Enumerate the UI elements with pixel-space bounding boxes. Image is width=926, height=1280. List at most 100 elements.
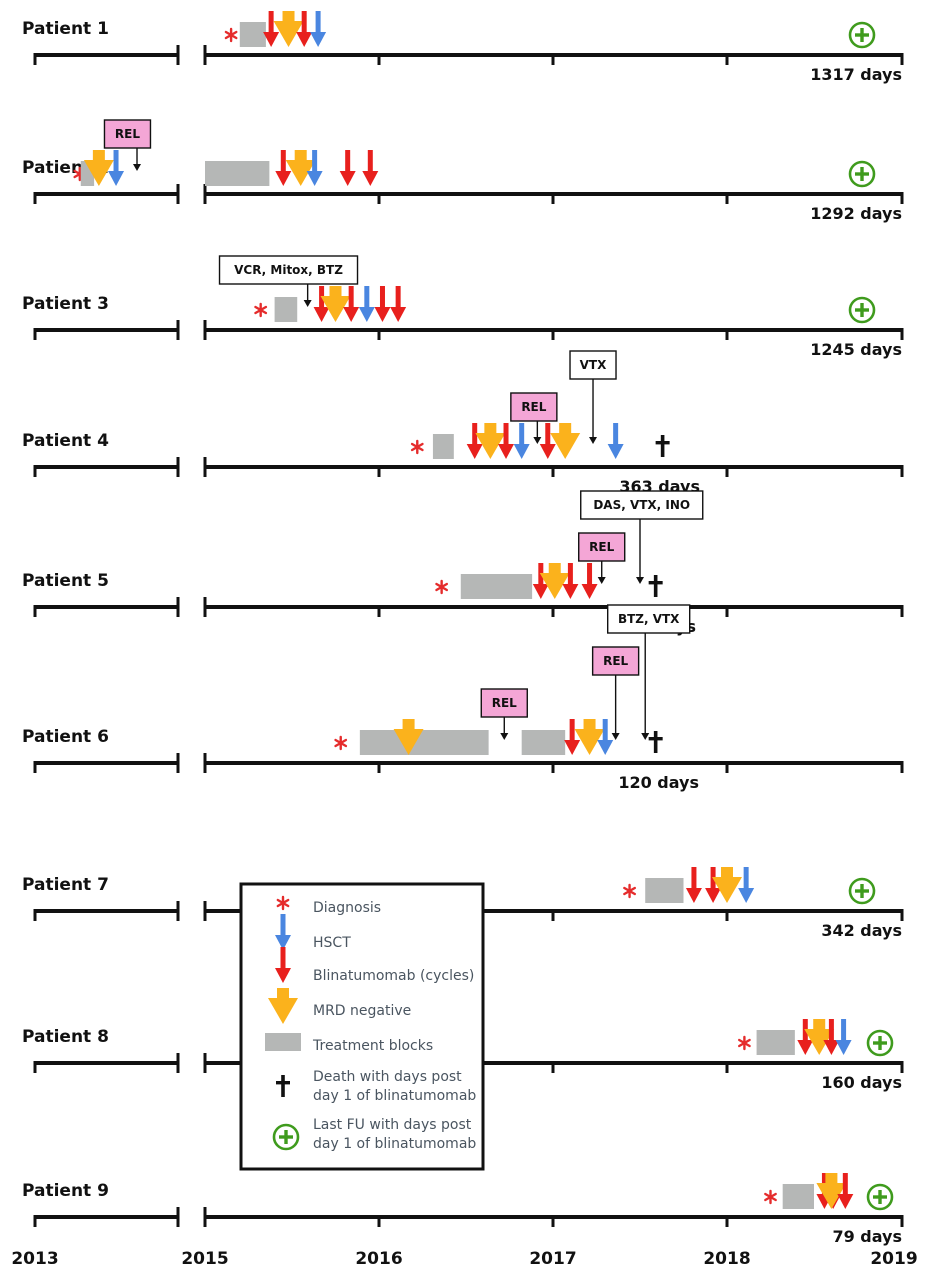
box-pointer-head <box>641 733 650 740</box>
patient-label: Patient 8 <box>22 1027 109 1047</box>
days-label: 120 days <box>618 773 699 792</box>
treatment-block <box>205 161 270 186</box>
year-label: 2019 <box>870 1249 917 1269</box>
legend-item: MRD negative <box>268 988 411 1024</box>
box-label: VTX <box>580 358 607 372</box>
patient-row: Patient 9 79 days <box>22 1173 904 1246</box>
mrd-negative-arrow <box>393 719 424 755</box>
year-label: 2016 <box>355 1249 402 1269</box>
year-label: 2018 <box>703 1249 750 1269</box>
box-label: DAS, VTX, INO <box>593 498 690 512</box>
legend-item: Blinatumomab (cycles) <box>275 947 474 984</box>
death-marker <box>648 575 663 597</box>
legend-text: MRD negative <box>313 1003 411 1019</box>
therapy-box <box>607 604 691 634</box>
mrd-negative-arrow <box>273 11 304 47</box>
legend-item: Diagnosis <box>276 895 381 916</box>
alive-icon <box>848 877 876 905</box>
blinatumomab-arrow <box>562 563 579 599</box>
box-pointer-head <box>303 300 312 307</box>
relapse-box <box>591 646 640 676</box>
days-label: 1292 days <box>810 204 902 223</box>
hsct-arrow <box>310 11 327 47</box>
blinatumomab-arrow <box>343 286 360 322</box>
treatment-block <box>782 1184 814 1209</box>
patient-label: Patient 7 <box>22 875 109 895</box>
blinatumomab-arrow <box>532 563 549 599</box>
blinatumomab-arrow <box>275 150 292 186</box>
alive-icon <box>848 296 876 324</box>
box-pointer-head <box>133 164 142 171</box>
days-label: 79 days <box>832 1227 902 1246</box>
relapse-box <box>103 119 152 149</box>
blinatumomab-arrow <box>466 423 483 459</box>
blinatumomab-arrow <box>837 1173 854 1209</box>
mrd-arrow-icon <box>268 988 298 1024</box>
blinatumomab-arrow <box>564 719 581 755</box>
hsct-arrow <box>835 1019 852 1055</box>
blinatumomab-arrow <box>362 150 379 186</box>
hsct-arrow <box>607 423 624 459</box>
hsct-arrow <box>738 867 755 903</box>
legend-text: day 1 of blinatumomab <box>313 1088 476 1104</box>
cross-icon <box>276 1075 290 1097</box>
treatment-block <box>645 878 684 903</box>
treatment-block <box>274 297 298 322</box>
treatment-block <box>756 1030 795 1055</box>
patient-label: Patient 1 <box>22 19 109 39</box>
box-label: REL <box>521 400 546 414</box>
hsct-arrow <box>306 150 323 186</box>
patient-label: Patient 6 <box>22 727 109 747</box>
asterisk-icon <box>276 895 290 911</box>
box-label: BTZ, VTX <box>618 612 680 626</box>
mrd-negative-arrow <box>539 563 570 599</box>
legend-text: day 1 of blinatumomab <box>313 1136 476 1152</box>
patient-events <box>224 11 327 47</box>
mrd-negative-arrow <box>550 423 581 459</box>
diagnosis-marker <box>410 439 424 455</box>
patient-events <box>623 867 755 903</box>
year-label: 2017 <box>529 1249 576 1269</box>
mrd-negative-arrow <box>475 423 506 459</box>
treatment-block <box>239 22 266 47</box>
days-label: 1245 days <box>810 340 902 359</box>
diagnosis-marker <box>254 302 268 318</box>
plus-circle-icon <box>272 1123 300 1151</box>
box-pointer-head <box>589 437 598 444</box>
relapse-box <box>510 392 558 422</box>
diagnosis-marker <box>764 1189 777 1205</box>
hsct-arrow <box>358 286 375 322</box>
days-label: 1317 days <box>810 65 902 84</box>
legend-text: HSCT <box>313 935 351 951</box>
therapy-box <box>580 490 704 520</box>
treatment-block <box>521 730 566 755</box>
mrd-negative-arrow <box>574 719 605 755</box>
alive-icon <box>866 1183 894 1211</box>
box-label: VCR, Mitox, BTZ <box>234 263 343 277</box>
treatment-block-icon <box>265 1033 301 1051</box>
mrd-negative-arrow <box>83 150 114 186</box>
patient-label: Patient 4 <box>22 431 109 451</box>
blinatumomab-arrow <box>339 150 356 186</box>
mrd-negative-arrow <box>285 150 316 186</box>
mrd-negative-arrow <box>320 286 351 322</box>
days-label: 342 days <box>821 921 902 940</box>
hsct-arrow <box>597 719 614 755</box>
blinatumomab-arrow <box>374 286 391 322</box>
blinatumomab-arrow <box>539 423 556 459</box>
legend-item: HSCT <box>275 914 351 951</box>
patient-label: Patient 9 <box>22 1181 109 1201</box>
mrd-negative-arrow <box>804 1019 835 1055</box>
box-label: REL <box>115 127 140 141</box>
patient-row: Patient 7 342 days <box>22 867 904 940</box>
death-marker <box>655 435 670 457</box>
diagnosis-marker <box>623 883 636 899</box>
